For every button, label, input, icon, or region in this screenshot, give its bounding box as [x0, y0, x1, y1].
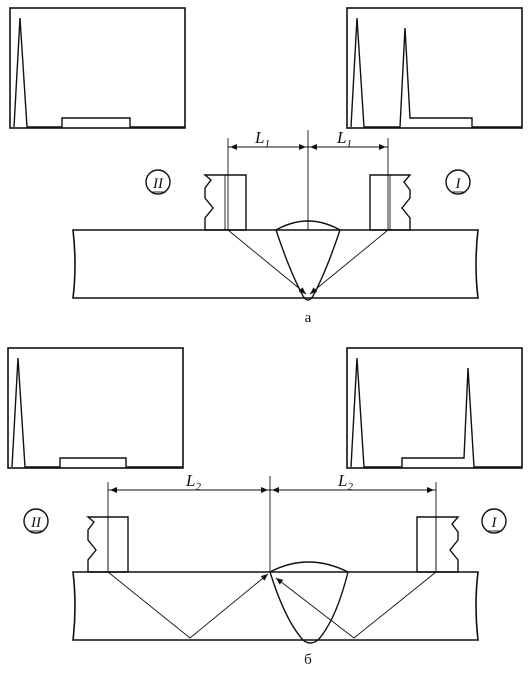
dimension-label-b-left: L2 — [185, 471, 201, 493]
scope-screen-a-left — [9, 7, 186, 129]
scope-screen-b-left — [7, 347, 184, 469]
svg-text:I: I — [455, 176, 462, 192]
panel-a-caption: а — [305, 310, 312, 326]
dimension-label-b-right: L2 — [337, 471, 353, 493]
probe-a-left — [203, 174, 247, 231]
probe-label-a-left: II — [145, 169, 171, 195]
panel-b-caption: б — [304, 652, 312, 668]
svg-text:II: II — [152, 176, 164, 192]
dimension-label-a-right: L1 — [336, 128, 352, 150]
probe-label-b-left: II — [23, 508, 49, 534]
svg-text:II: II — [30, 515, 42, 531]
probe-label-a-right: I — [445, 169, 471, 195]
beam-paths-b — [107, 571, 437, 639]
scope-screen-a-right — [346, 7, 523, 129]
probe-a-right — [369, 174, 412, 231]
weld-b — [269, 561, 349, 644]
svg-text:I: I — [491, 515, 498, 531]
dimension-l1: L1 L1 — [227, 128, 389, 296]
dimension-label-a-left: L1 — [254, 128, 270, 150]
beam-paths-a — [227, 229, 389, 295]
weld-a — [275, 220, 341, 301]
probe-b-left — [86, 516, 129, 573]
panel-b: L2 L2 II I — [7, 347, 523, 668]
probe-b-right — [416, 516, 460, 573]
dimension-l2: L2 L2 — [107, 471, 437, 575]
plate-a — [72, 229, 479, 299]
probe-label-b-right: I — [481, 508, 507, 534]
plate-b — [72, 571, 479, 641]
panel-a: L1 L1 II I — [9, 7, 523, 326]
scope-screen-b-right — [346, 347, 523, 469]
